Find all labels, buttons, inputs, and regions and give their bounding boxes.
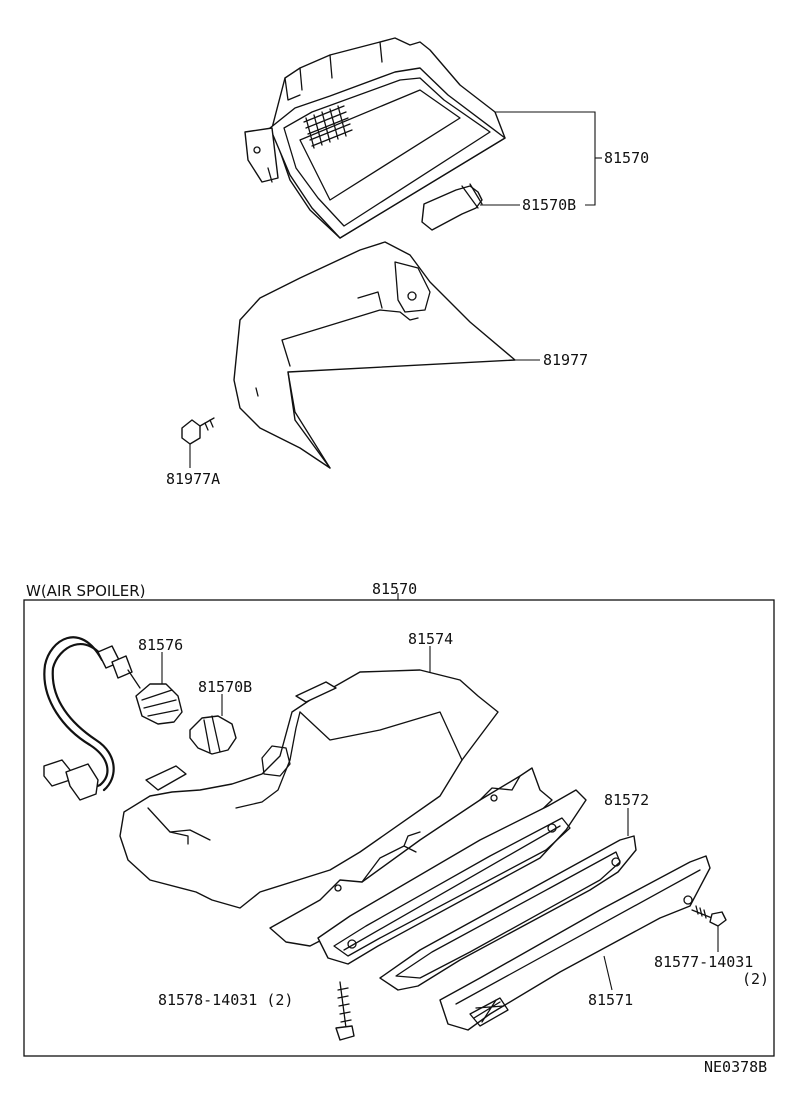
label-lower-bulb: 81570B [198,678,252,696]
top-lamp-assembly [244,37,506,239]
label-lower-assembly: 81570 [372,580,417,598]
top-leaders [480,111,602,206]
clip-part [181,417,215,468]
wire-harness [43,636,141,801]
reference-code: NE0378B [704,1058,767,1076]
housing-part [119,646,499,909]
section-frame [23,599,775,1057]
label-screw-right: 81577-14031 [654,953,753,971]
label-cover: 81977 [543,351,588,369]
label-top-assembly: 81570 [604,149,649,167]
screw-left [335,981,355,1041]
socket-part [135,652,183,725]
label-socket: 81576 [138,636,183,654]
label-screw-right-qty: (2) [742,970,769,988]
screw-right [691,905,727,952]
lens-frame [379,808,637,991]
lens-part [439,855,711,1031]
reflector-part [317,789,587,965]
label-housing: 81574 [408,630,453,648]
top-bulb [421,183,483,231]
label-clip: 81977A [166,470,220,488]
lower-bulb [189,694,237,755]
label-screw-left: 81578-14031 (2) [158,991,293,1009]
label-reflector: 81572 [604,791,649,809]
label-lens: 81571 [588,991,633,1009]
led-grid [303,105,353,149]
section-caption: W(AIR SPOILER) [26,582,145,600]
label-top-bulb: 81570B [522,196,576,214]
cover-part [233,241,516,469]
